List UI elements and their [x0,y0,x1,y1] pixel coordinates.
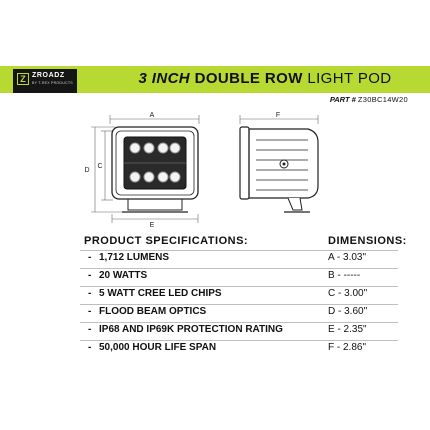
specs-heading: PRODUCT SPECIFICATIONS: [84,235,249,247]
title-size: 3 INCH [138,70,191,87]
spec-row: - 5 WATT CREE LED CHIPS C - 3.00" [84,286,400,304]
spec-row: - FLOOD BEAM OPTICS D - 3.60" [84,304,400,322]
divider [80,322,398,323]
spec-item: 50,000 HOUR LIFE SPAN [99,342,217,353]
spec-row: - 20 WATTS B - ----- [84,268,400,286]
product-title: 3 INCH DOUBLE ROW LIGHT POD [100,70,430,88]
dimension-value: B - ----- [328,270,361,281]
spec-item: 5 WATT CREE LED CHIPS [99,288,222,299]
dim-label-d-front: D [84,167,89,174]
spec-row: - 50,000 HOUR LIFE SPAN F - 2.86" [84,340,400,358]
spec-row: - IP68 AND IP69K PROTECTION RATING E - 2… [84,322,400,340]
title-row: DOUBLE ROW [194,70,303,87]
z-logo-icon: Z [17,73,29,85]
dimensions-heading: DIMENSIONS: [328,235,407,247]
brand-logo: Z ZROADZ BY T-REX PRODUCTS [13,69,77,93]
dim-label-c: C [97,163,102,170]
part-number-value: Z30BC14W20 [357,95,408,104]
divider [80,304,398,305]
dimension-value: C - 3.00" [328,288,368,299]
spec-item: 1,712 LUMENS [99,252,170,263]
dimension-value: E - 2.35" [328,324,367,335]
divider [80,340,398,341]
spec-item: IP68 AND IP69K PROTECTION RATING [99,324,283,335]
spec-item: 20 WATTS [99,270,148,281]
dim-label-e: E [150,222,155,229]
spec-dash: - [88,342,92,353]
spec-dash: - [88,288,92,299]
divider [80,268,398,269]
brand-tagline: BY T-REX PRODUCTS [32,81,73,85]
dimension-drawing: A D C E F [84,112,319,229]
spec-item: FLOOD BEAM OPTICS [99,306,207,317]
spec-dash: - [88,270,92,281]
divider [80,286,398,287]
dimension-value: A - 3.03" [328,252,367,263]
dimension-value: F - 2.86" [328,342,367,353]
spec-dash: - [88,252,92,263]
part-number: PART # Z30BC14W20 [330,95,408,104]
spec-row: - 1,712 LUMENS A - 3.03" [84,250,400,268]
title-type: LIGHT POD [307,70,392,87]
part-number-label: PART # [329,95,356,104]
spec-dash: - [88,324,92,335]
dim-label-f: F [276,112,280,119]
dim-label-a: A [150,112,155,119]
spec-dash: - [88,306,92,317]
brand-name: ZROADZ [32,72,65,79]
dimension-value: D - 3.60" [328,306,368,317]
divider [80,250,398,251]
